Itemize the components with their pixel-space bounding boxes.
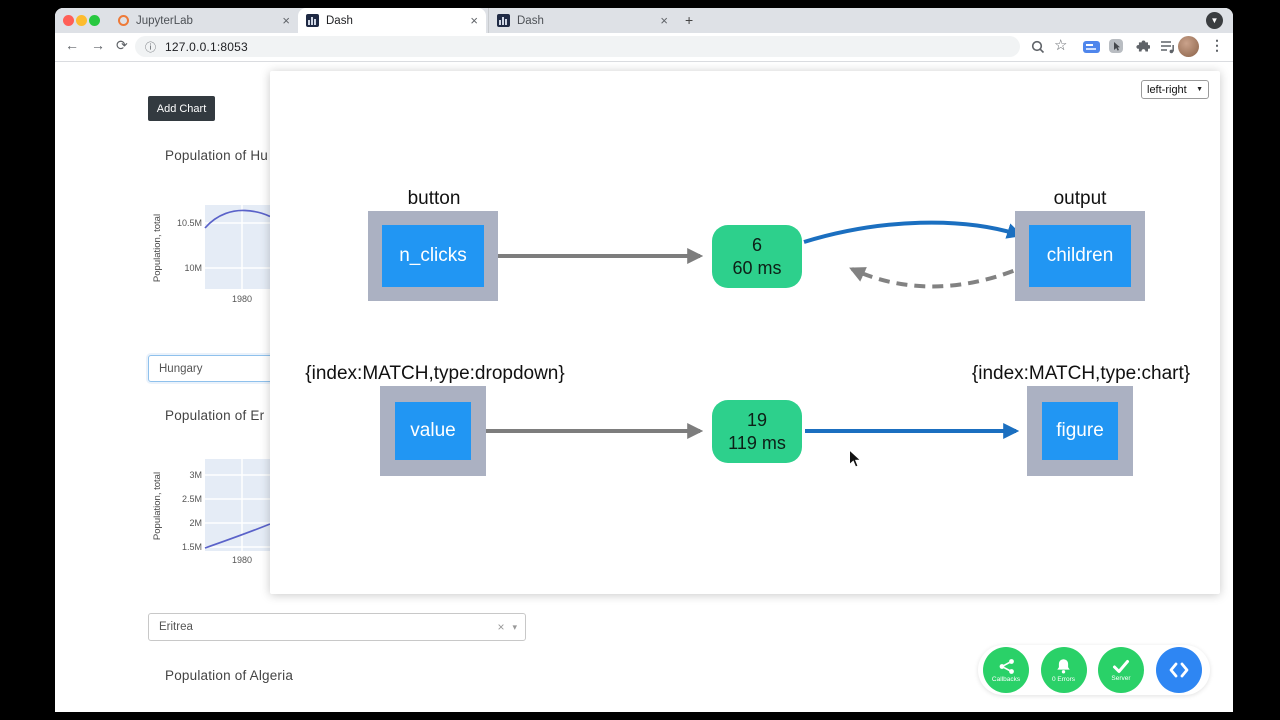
browser-window: JupyterLab × Dash × Dash × + ▼ ← → ⟳ ⓘ 1… xyxy=(55,8,1233,712)
select-value: left-right xyxy=(1147,83,1187,96)
share-icon xyxy=(999,658,1014,674)
tab-overflow-button[interactable]: ▼ xyxy=(1206,12,1223,29)
zoom-icon[interactable] xyxy=(1030,39,1046,60)
jupyter-icon xyxy=(118,15,129,26)
chart1-title: Population of Hu xyxy=(165,148,269,163)
dash-favicon-icon xyxy=(306,14,319,27)
tab-title: Dash xyxy=(326,14,353,27)
xtick: 1980 xyxy=(232,294,252,304)
extension-blue-icon[interactable] xyxy=(1083,41,1100,59)
devtools-toggle-button[interactable] xyxy=(1155,647,1202,693)
component-label: {index:MATCH,type:dropdown} xyxy=(305,363,565,384)
country-dropdown-2[interactable]: Eritrea × ▾ xyxy=(148,613,526,641)
button-label: Server xyxy=(1111,674,1131,682)
devtools-toolbar: Callbacks 0 Errors Server xyxy=(978,645,1210,695)
browser-toolbar: ← → ⟳ ⓘ 127.0.0.1:8053 ☆ ⋮ xyxy=(55,33,1233,61)
ylabel: Population, total xyxy=(152,214,163,282)
duration: 60 ms xyxy=(732,257,782,278)
ytick: 2.5M xyxy=(182,494,202,504)
traffic-close-button[interactable] xyxy=(63,15,74,26)
close-icon[interactable]: × xyxy=(660,13,668,28)
component-node-button[interactable]: n_clicks xyxy=(368,211,498,301)
close-icon[interactable]: × xyxy=(282,13,290,28)
callback-node-2[interactable]: 19 119 ms xyxy=(712,400,802,463)
tab-jupyterlab[interactable]: JupyterLab × xyxy=(110,8,298,33)
callbacks-button[interactable]: Callbacks xyxy=(983,647,1029,693)
chart2-title: Population of Er xyxy=(165,408,265,423)
ytick: 1.5M xyxy=(182,542,202,552)
profile-avatar[interactable] xyxy=(1178,36,1199,57)
xtick: 1980 xyxy=(232,555,252,565)
component-node-chart[interactable]: figure xyxy=(1027,386,1133,476)
site-info-icon[interactable]: ⓘ xyxy=(145,41,156,54)
dropdown-value: Eritrea xyxy=(159,621,193,633)
dropdown-value: Hungary xyxy=(159,362,203,375)
add-chart-button[interactable]: Add Chart xyxy=(148,96,215,121)
ylabel: Population, total xyxy=(152,472,163,540)
prop-node[interactable]: value xyxy=(395,402,471,460)
errors-button[interactable]: 0 Errors xyxy=(1040,647,1087,693)
clear-icon[interactable]: × xyxy=(497,620,505,634)
edge-children-feedback-dashed xyxy=(849,262,1031,289)
component-label: {index:MATCH,type:chart} xyxy=(971,363,1191,384)
button-label: 0 Errors xyxy=(1051,675,1076,683)
dash-favicon-icon xyxy=(497,14,510,27)
prop-node[interactable]: children xyxy=(1029,225,1131,287)
callback-node-1[interactable]: 6 60 ms xyxy=(712,225,802,288)
edge-callback-to-children xyxy=(803,220,1024,244)
reload-button[interactable]: ⟳ xyxy=(116,37,128,53)
tab-title: Dash xyxy=(517,14,544,27)
chart3-title: Population of Algeria xyxy=(165,668,294,683)
bell-icon xyxy=(1057,658,1070,673)
component-node-dropdown[interactable]: value xyxy=(380,386,486,476)
duration: 119 ms xyxy=(728,432,786,453)
chart1-hungary: 10.5M 10M 1980 Population, total xyxy=(152,205,270,304)
component-node-output[interactable]: children xyxy=(1015,211,1145,301)
ytick: 10M xyxy=(184,263,202,273)
ytick: 10.5M xyxy=(177,218,202,228)
tab-title: JupyterLab xyxy=(136,14,193,27)
chart2-eritrea: 3M 2.5M 2M 1.5M 1980 Population, total xyxy=(152,459,270,565)
address-bar[interactable]: ⓘ 127.0.0.1:8053 xyxy=(135,36,1020,57)
ytick: 3M xyxy=(189,470,202,480)
page-viewport: Add Chart Population of Hu 10.5M 10M 198… xyxy=(55,61,1233,712)
call-count: 6 xyxy=(751,234,762,255)
tab-dash-active[interactable]: Dash × xyxy=(298,8,486,33)
callback-graph-panel: left-right ▼ button n_clicks xyxy=(270,71,1220,594)
close-icon[interactable]: × xyxy=(470,13,478,28)
tab-strip: JupyterLab × Dash × Dash × + ▼ xyxy=(55,8,1233,33)
extensions-puzzle-icon[interactable] xyxy=(1135,39,1151,59)
mouse-cursor xyxy=(849,449,862,468)
server-button[interactable]: Server xyxy=(1098,647,1144,693)
extension-cursor-icon[interactable] xyxy=(1109,39,1124,59)
forward-button[interactable]: → xyxy=(91,37,105,53)
graph-edges xyxy=(486,220,1031,439)
prop-node[interactable]: figure xyxy=(1042,402,1118,460)
url-text: 127.0.0.1:8053 xyxy=(165,39,248,54)
component-label: button xyxy=(407,188,461,209)
tab-dash-2[interactable]: Dash × xyxy=(488,8,676,33)
ytick: 2M xyxy=(189,518,202,528)
playlist-icon[interactable] xyxy=(1160,40,1176,59)
traffic-minimize-button[interactable] xyxy=(76,15,87,26)
chevron-down-icon[interactable]: ▾ xyxy=(512,621,517,632)
chrome-menu-icon[interactable]: ⋮ xyxy=(1210,37,1224,53)
new-tab-button[interactable]: + xyxy=(685,12,694,28)
layout-direction-select[interactable]: left-right ▼ xyxy=(1141,80,1209,99)
component-label: output xyxy=(1053,188,1107,209)
bookmark-star-icon[interactable]: ☆ xyxy=(1054,37,1068,54)
chevron-down-icon: ▼ xyxy=(1196,86,1203,93)
code-icon xyxy=(1169,662,1188,678)
check-icon xyxy=(1113,659,1129,673)
back-button[interactable]: ← xyxy=(65,37,79,53)
button-label: Callbacks xyxy=(991,675,1021,683)
prop-node[interactable]: n_clicks xyxy=(382,225,484,287)
call-count: 19 xyxy=(746,409,768,430)
traffic-zoom-button[interactable] xyxy=(89,15,100,26)
